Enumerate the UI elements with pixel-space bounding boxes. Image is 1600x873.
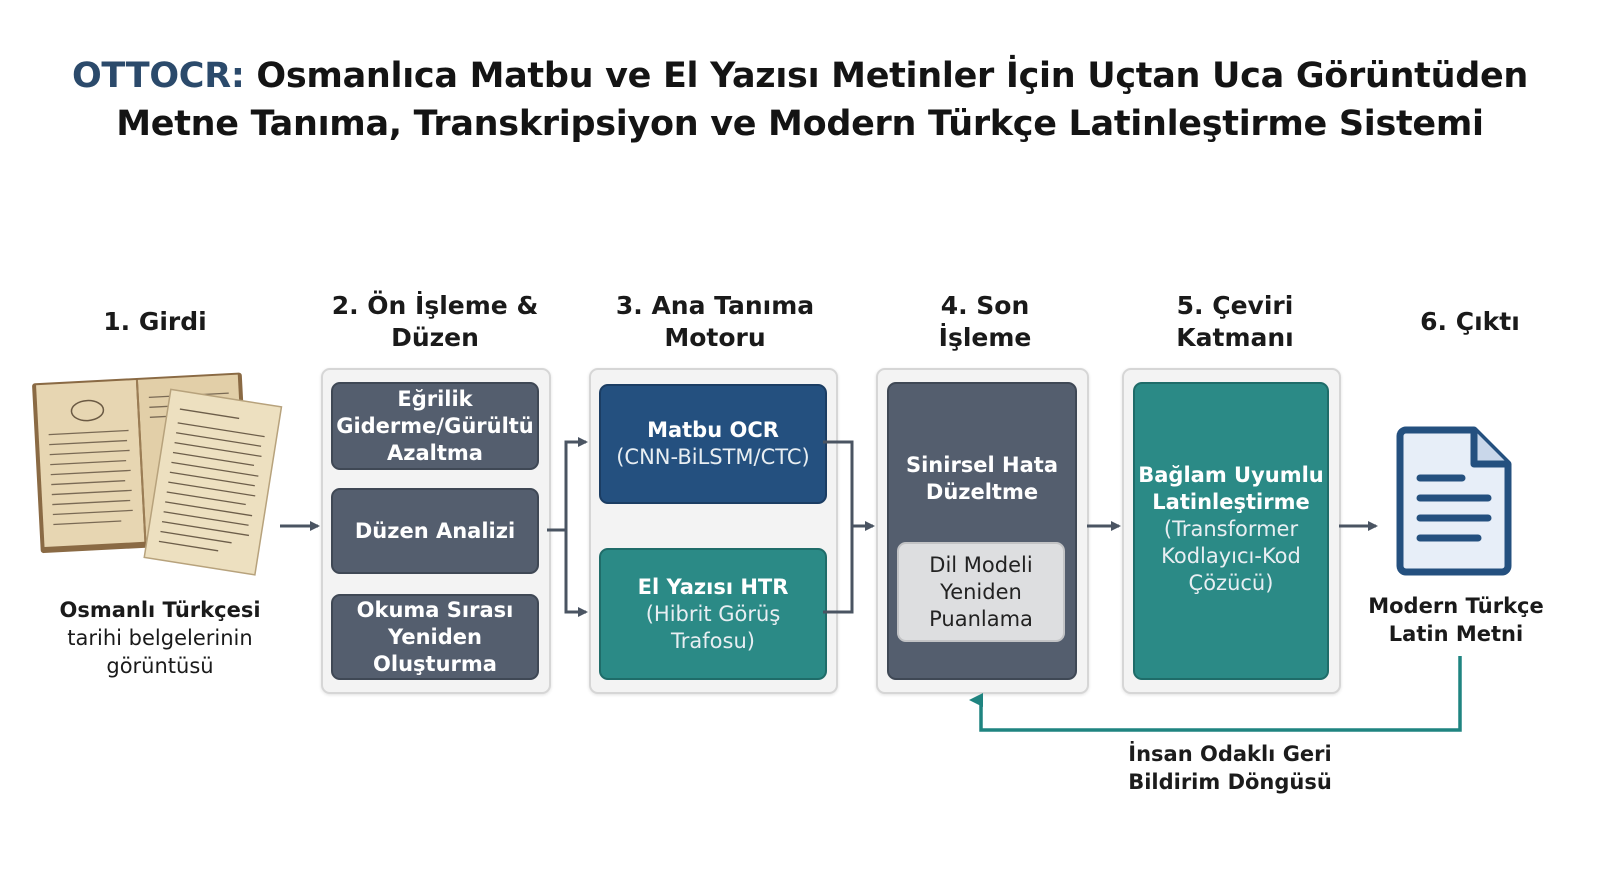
output-caption-line2: Latin Metni bbox=[1388, 622, 1524, 646]
title-line1: Osmanlıca Matbu ve El Yazısı Metinler İç… bbox=[244, 56, 1529, 96]
deskew-denoise-box: Eğrilik Giderme/Gürültü Azaltma bbox=[331, 382, 539, 470]
lm-rescoring-label-3: Puanlama bbox=[929, 606, 1033, 631]
input-caption-line3: görüntüsü bbox=[106, 654, 214, 678]
stage-header-translation: 5. Çeviri Katmanı bbox=[1130, 290, 1340, 354]
stage-header-translation-line1: 5. Çeviri bbox=[1176, 291, 1294, 320]
feedback-loop-arrow bbox=[969, 656, 1462, 732]
stage-header-preprocess: 2. Ön İşleme & Düzen bbox=[320, 290, 550, 354]
stage-header-preprocess-line2: Düzen bbox=[391, 323, 479, 352]
latinization-sub-1: (Transformer bbox=[1163, 517, 1299, 541]
stage-header-preprocess-line1: 2. Ön İşleme & bbox=[331, 291, 539, 320]
htr-subtitle-2: Trafosu) bbox=[671, 628, 755, 653]
manuscript-image bbox=[32, 372, 283, 576]
stage-header-postprocess-line1: 4. Son bbox=[940, 291, 1030, 320]
reading-order-box: Okuma Sırası Yeniden Oluşturma bbox=[331, 594, 539, 680]
document-icon bbox=[1396, 426, 1512, 576]
stage-header-output: 6. Çıktı bbox=[1420, 307, 1520, 336]
stage-header-input: 1. Girdi bbox=[103, 307, 207, 336]
output-caption: Modern Türkçe Latin Metni bbox=[1356, 592, 1556, 648]
layout-analysis-label: Düzen Analizi bbox=[354, 518, 516, 543]
printed-ocr-title: Matbu OCR bbox=[647, 418, 779, 442]
latinization-sub-2: Kodlayıcı-Kod bbox=[1161, 544, 1301, 568]
feedback-label-1: İnsan Odaklı Geri bbox=[1128, 742, 1332, 766]
lm-rescoring-label-2: Yeniden bbox=[940, 579, 1022, 604]
error-correction-title-1: Sinirsel Hata bbox=[905, 453, 1059, 477]
deskew-label-1: Eğrilik bbox=[397, 386, 473, 411]
error-correction-title-2: Düzeltme bbox=[925, 480, 1039, 504]
title-brand: OTTOCR: bbox=[71, 56, 245, 96]
arrow-to-ocr bbox=[547, 437, 588, 532]
lm-rescoring-box: Dil Modeli Yeniden Puanlama bbox=[897, 542, 1065, 642]
deskew-label-3: Azaltma bbox=[387, 440, 483, 465]
input-caption: Osmanlı Türkçesi tarihi belgelerinin gör… bbox=[40, 596, 280, 680]
htr-title: El Yazısı HTR bbox=[637, 574, 789, 599]
layout-analysis-box: Düzen Analizi bbox=[331, 488, 539, 574]
feedback-label-2: Bildirim Döngüsü bbox=[1128, 770, 1332, 794]
title-line2: Metne Tanıma, Transkripsiyon ve Modern T… bbox=[116, 104, 1484, 144]
input-caption-bold: Osmanlı Türkçesi bbox=[59, 598, 261, 622]
stage-header-postprocess: 4. Son İşleme bbox=[880, 290, 1090, 354]
stage-header-translation-line2: Katmanı bbox=[1176, 323, 1294, 352]
feedback-loop-label: İnsan Odaklı Geri Bildirim Döngüsü bbox=[1110, 740, 1350, 796]
page-title: OTTOCR: Osmanlıca Matbu ve El Yazısı Met… bbox=[0, 52, 1600, 148]
latinization-sub-3: Çözücü) bbox=[1188, 571, 1274, 595]
latinization-title-1: Bağlam Uyumlu bbox=[1138, 463, 1324, 487]
reading-order-label-1: Okuma Sırası bbox=[356, 597, 514, 622]
context-aware-latinization-box: Bağlam Uyumlu Latinleştirme (Transformer… bbox=[1133, 382, 1329, 680]
reading-order-label-2: Yeniden Oluşturma bbox=[373, 624, 497, 676]
latinization-title-2: Latinleştirme bbox=[1152, 490, 1310, 514]
deskew-label-2: Giderme/Gürültü bbox=[336, 413, 534, 438]
output-caption-line1: Modern Türkçe bbox=[1368, 594, 1544, 618]
merge-bracket bbox=[823, 440, 854, 614]
stage-header-recognition-line1: 3. Ana Tanıma bbox=[615, 291, 815, 320]
handwriting-htr-box: El Yazısı HTR (Hibrit Görüş Trafosu) bbox=[599, 548, 827, 680]
htr-subtitle-1: (Hibrit Görüş bbox=[645, 601, 781, 626]
printed-ocr-subtitle: (CNN-BiLSTM/CTC) bbox=[616, 445, 810, 469]
input-caption-line2: tarihi belgelerinin bbox=[67, 626, 253, 650]
lm-rescoring-label-1: Dil Modeli bbox=[929, 552, 1033, 577]
stage-header-recognition-line2: Motoru bbox=[664, 323, 766, 352]
stage-header-postprocess-line2: İşleme bbox=[938, 323, 1032, 352]
arrow-to-htr bbox=[564, 530, 588, 617]
printed-ocr-box: Matbu OCR (CNN-BiLSTM/CTC) bbox=[599, 384, 827, 504]
stage-header-recognition: 3. Ana Tanıma Motoru bbox=[590, 290, 840, 354]
